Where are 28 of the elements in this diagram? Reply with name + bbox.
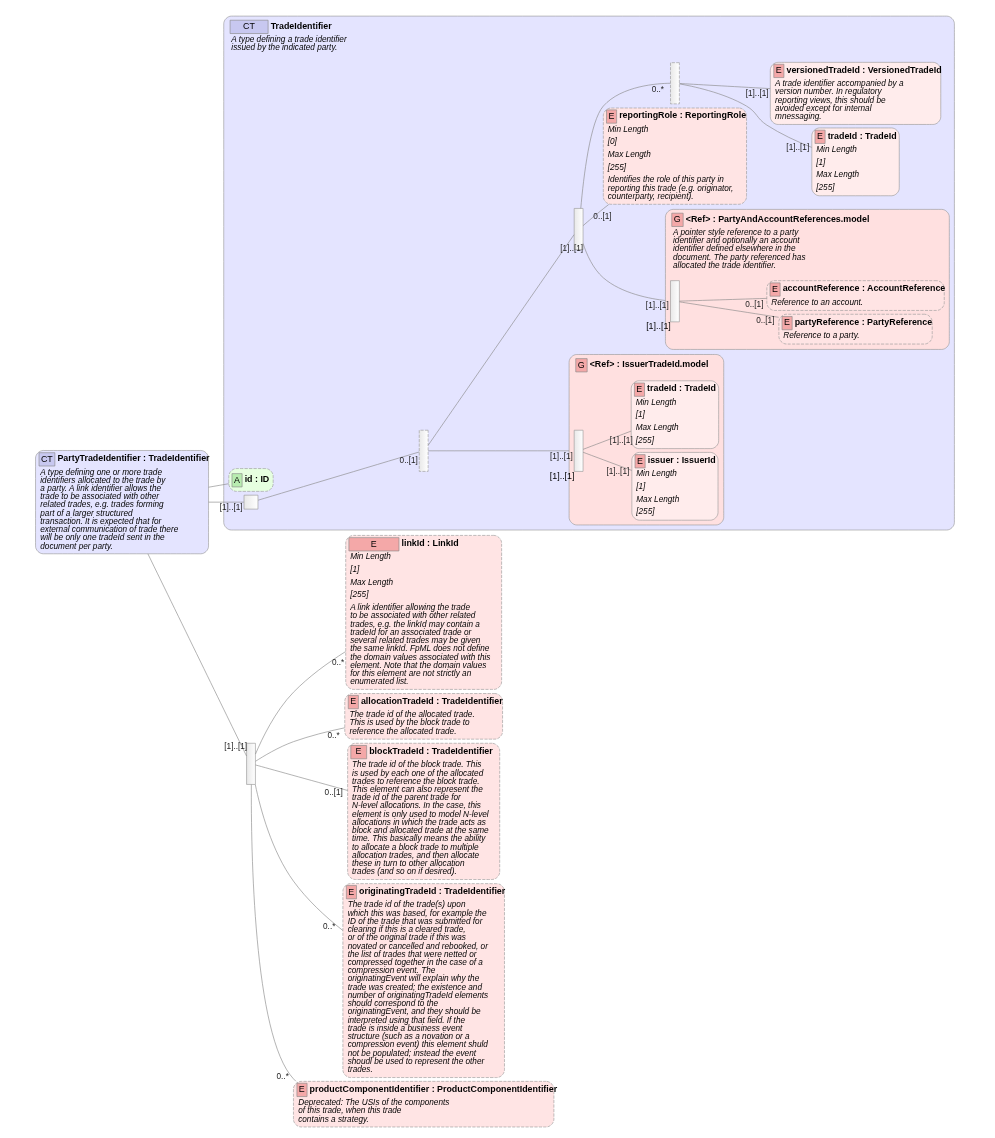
node-box: [243, 494, 259, 510]
connector: [582, 451, 633, 471]
connector: [255, 764, 348, 791]
connector: [257, 451, 420, 501]
node-bar: [246, 742, 256, 785]
connector: [255, 651, 346, 755]
connector: [679, 298, 768, 302]
connector: [582, 430, 632, 450]
connector: [679, 301, 779, 318]
node-bar: [670, 62, 680, 105]
connector: [255, 727, 346, 762]
connector: [679, 83, 812, 148]
connector: [582, 204, 610, 226]
connector: [208, 483, 229, 488]
node-bar: [670, 280, 680, 323]
connector: [580, 82, 671, 209]
node-bar: [418, 429, 429, 472]
node-label: [1]..[1]: [646, 320, 671, 331]
connector: [147, 553, 247, 757]
node-label: [1]..[1]: [549, 470, 575, 481]
connector: [427, 234, 575, 446]
connector: [254, 784, 344, 931]
connector: [679, 83, 771, 89]
connector: [582, 243, 666, 301]
connector: [427, 450, 570, 452]
node-bar: [573, 429, 584, 472]
connector: [251, 784, 297, 1082]
connector: [208, 501, 245, 503]
